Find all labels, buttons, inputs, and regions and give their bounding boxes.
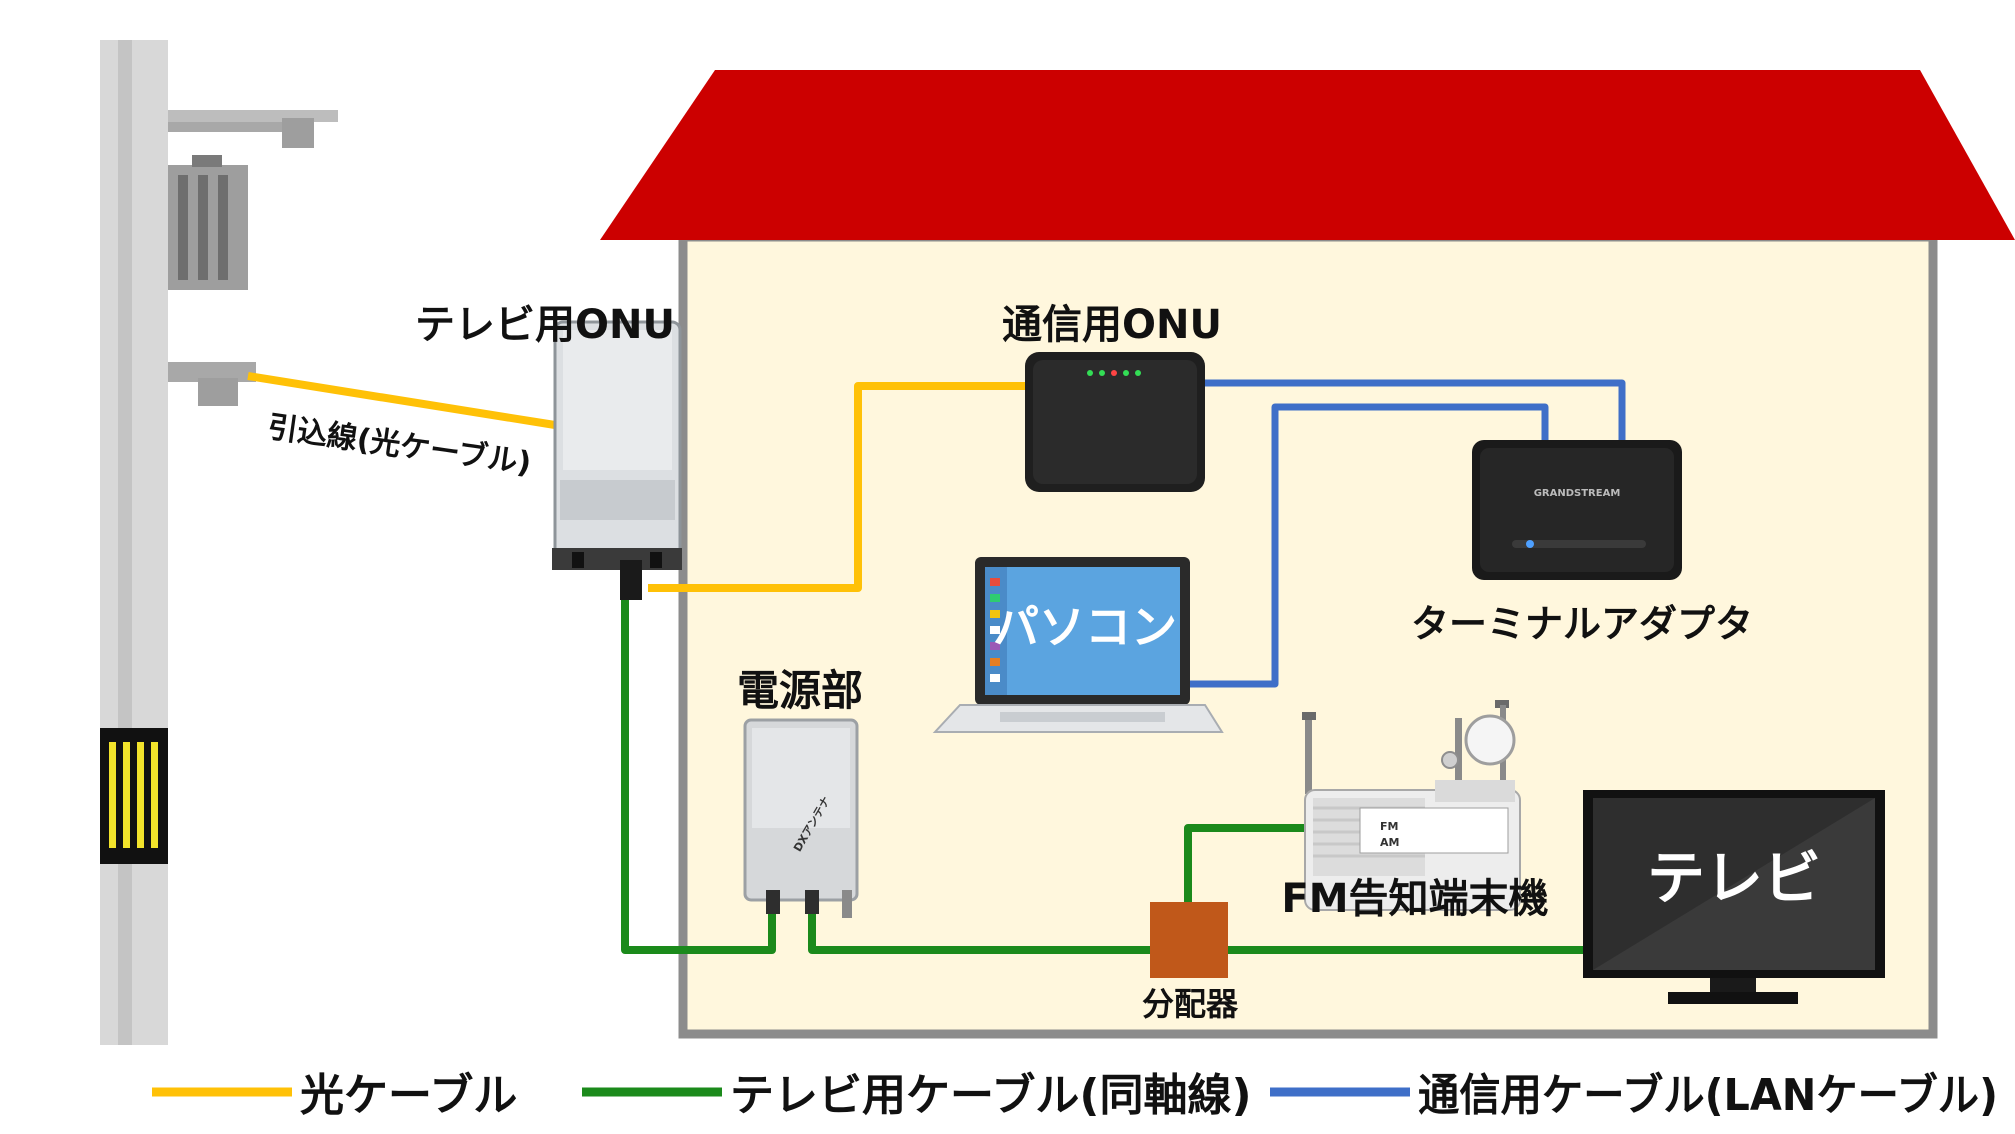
tv-onu-label: テレビ用ONU xyxy=(415,302,675,348)
legend: 光ケーブル テレビ用ケーブル(同軸線) 通信用ケーブル(LANケーブル) xyxy=(152,1070,1998,1121)
onu-to-adapter-cable xyxy=(1205,379,1626,440)
tuning-knob-icon xyxy=(1464,714,1516,766)
lan-cables xyxy=(1188,379,1626,688)
tv-onu-device xyxy=(552,320,682,600)
power-unit-device: DXアンテナ xyxy=(743,718,859,918)
comm-onu-device xyxy=(1025,352,1205,492)
onu-to-power-cable xyxy=(621,598,776,954)
legend-label-lan: 通信用ケーブル(LANケーブル) xyxy=(1418,1070,1998,1121)
optical-cables xyxy=(247,372,1025,592)
coax-cables xyxy=(621,598,1590,954)
laptop-device: パソコン xyxy=(932,557,1224,733)
splitter-box xyxy=(1150,902,1228,978)
dropline-label: 引込線(光ケーブル) xyxy=(265,410,533,482)
led-5 xyxy=(1135,370,1141,376)
pc-screen-label: パソコン xyxy=(993,600,1177,654)
led-2 xyxy=(1099,370,1105,376)
legend-label-coax: テレビ用ケーブル(同軸線) xyxy=(730,1070,1252,1121)
terminal-adapter-label: ターミナルアダプタ xyxy=(1411,602,1753,646)
led-1 xyxy=(1087,370,1093,376)
fm-terminal-device: FM AM xyxy=(1302,700,1521,911)
tv-device: テレビ xyxy=(1583,790,1885,1004)
fm-terminal-label: FM告知端末機 xyxy=(1281,876,1548,922)
power-led-icon xyxy=(1526,540,1534,548)
splitter-label: 分配器 xyxy=(1142,985,1239,1023)
power-unit-label: 電源部 xyxy=(737,666,863,715)
terminal-adapter-device: GRANDSTREAM xyxy=(1472,440,1682,580)
onu-to-onu-cable xyxy=(648,382,1025,592)
antenna-right xyxy=(1455,718,1462,794)
tv-screen-label: テレビ xyxy=(1647,844,1821,912)
ta-brand-text: GRANDSTREAM xyxy=(1534,488,1621,499)
fm-band-label: FM xyxy=(1380,820,1398,833)
antenna-left xyxy=(1305,718,1312,794)
led-3 xyxy=(1111,370,1117,376)
splitter-to-fm-cable xyxy=(1184,824,1320,910)
utility-pole xyxy=(100,40,338,1045)
am-band-label: AM xyxy=(1380,836,1399,849)
power-to-tv-cable xyxy=(808,905,1590,954)
comm-onu-label: 通信用ONU xyxy=(1002,302,1222,348)
led-4 xyxy=(1123,370,1129,376)
legend-label-optical: 光ケーブル xyxy=(300,1070,517,1121)
pc-to-adapter-cable xyxy=(1188,403,1549,688)
dropline-cable xyxy=(247,372,556,429)
volume-knob-icon xyxy=(1441,751,1459,769)
